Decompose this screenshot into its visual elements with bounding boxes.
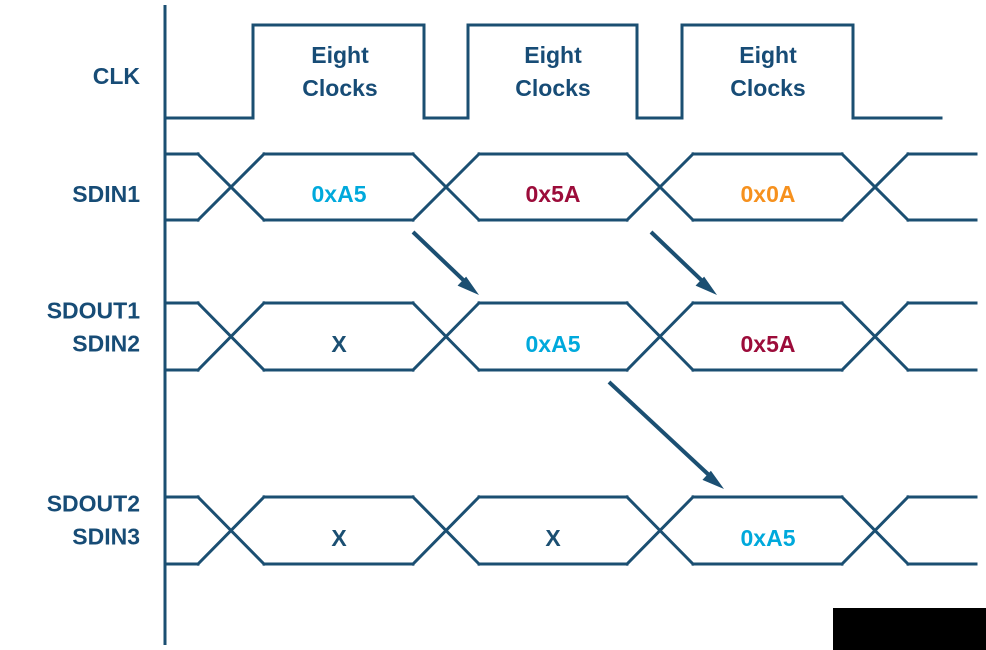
arrow-sdout1-a5-to-sdout2-shaft <box>607 380 714 480</box>
bus-value-sdout1-sdin2-2: 0xA5 <box>526 331 581 357</box>
bus-value-sdout2-sdin3-1: X <box>331 525 347 551</box>
redacted-caption-block <box>833 608 986 650</box>
arrow-sdin1-a5-to-sdout1-shaft <box>411 230 469 286</box>
waveform-clk <box>163 23 943 120</box>
arrow-sdin1-5a-to-sdout1-head <box>695 276 717 295</box>
bus-value-labels-group: 0xA5 0x5A 0x0A X 0xA5 0x5A X X 0xA5 <box>312 181 796 551</box>
bus-value-sdin1-1: 0xA5 <box>312 181 367 207</box>
bus-value-sdout1-sdin2-1: X <box>331 331 347 357</box>
bus-value-sdout2-sdin3-3: 0xA5 <box>741 525 796 551</box>
bus-value-sdin1-2: 0x5A <box>526 181 581 207</box>
arrow-sdin1-5a-to-sdout1-shaft <box>649 230 707 286</box>
data-propagation-arrows <box>411 230 724 489</box>
waveforms-group <box>163 23 978 567</box>
signal-label-clk: CLK <box>93 63 141 89</box>
arrow-sdout1-a5-to-sdout2-head <box>702 470 724 489</box>
bus-value-sdin1-3: 0x0A <box>741 181 796 207</box>
waveform-sdout2-sdin3 <box>163 494 978 567</box>
bus-value-sdout2-sdin3-2: X <box>545 525 561 551</box>
bus-value-sdout1-sdin2-3: 0x5A <box>741 331 796 357</box>
arrow-sdin1-a5-to-sdout1-head <box>457 276 479 295</box>
waveform-sdout1-sdin2 <box>163 300 978 373</box>
signal-label-sdin1: SDIN1 <box>72 181 140 207</box>
waveform-sdin1 <box>163 151 978 223</box>
